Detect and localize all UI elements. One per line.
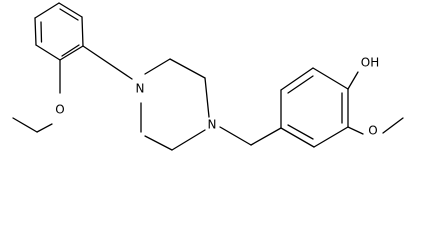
bond <box>36 123 53 133</box>
nitrogen-1-label: N <box>136 82 145 96</box>
bond <box>171 129 206 151</box>
double-bond-inner <box>287 75 314 94</box>
bond <box>312 67 349 90</box>
double-bond-inner <box>59 8 79 21</box>
bond <box>82 45 133 80</box>
methylene-linker <box>219 126 282 146</box>
methoxy-group <box>347 117 404 135</box>
structure-diagram: O N N OH O <box>12 2 404 151</box>
bond <box>144 58 171 75</box>
bond <box>313 126 349 148</box>
bond <box>144 135 173 151</box>
bond <box>250 127 282 146</box>
nitrogen-2-label: N <box>208 118 217 132</box>
bond <box>347 126 364 135</box>
piperazine-ring <box>140 58 210 151</box>
double-bond-inner <box>287 124 314 140</box>
double-bond-inner <box>61 44 80 57</box>
methoxy-oxygen-label: O <box>368 124 377 138</box>
bond <box>81 16 84 47</box>
bond <box>347 71 359 90</box>
bond <box>59 45 84 61</box>
bond <box>219 126 252 146</box>
bond <box>280 67 314 91</box>
bond <box>169 58 206 79</box>
hydroxyl-label: OH <box>361 56 379 70</box>
ethoxyphenyl-ring <box>34 2 84 61</box>
guaiacyl-ring <box>280 67 349 148</box>
bond <box>382 117 404 134</box>
bond <box>58 2 83 18</box>
ether-oxygen-label: O <box>55 103 64 117</box>
double-bond-inner <box>40 21 43 43</box>
ethoxy-group <box>12 59 61 133</box>
bond <box>35 44 61 61</box>
bond <box>34 2 60 19</box>
bond <box>204 77 210 118</box>
bond <box>34 17 37 46</box>
bond <box>12 117 38 133</box>
bond <box>280 127 315 148</box>
